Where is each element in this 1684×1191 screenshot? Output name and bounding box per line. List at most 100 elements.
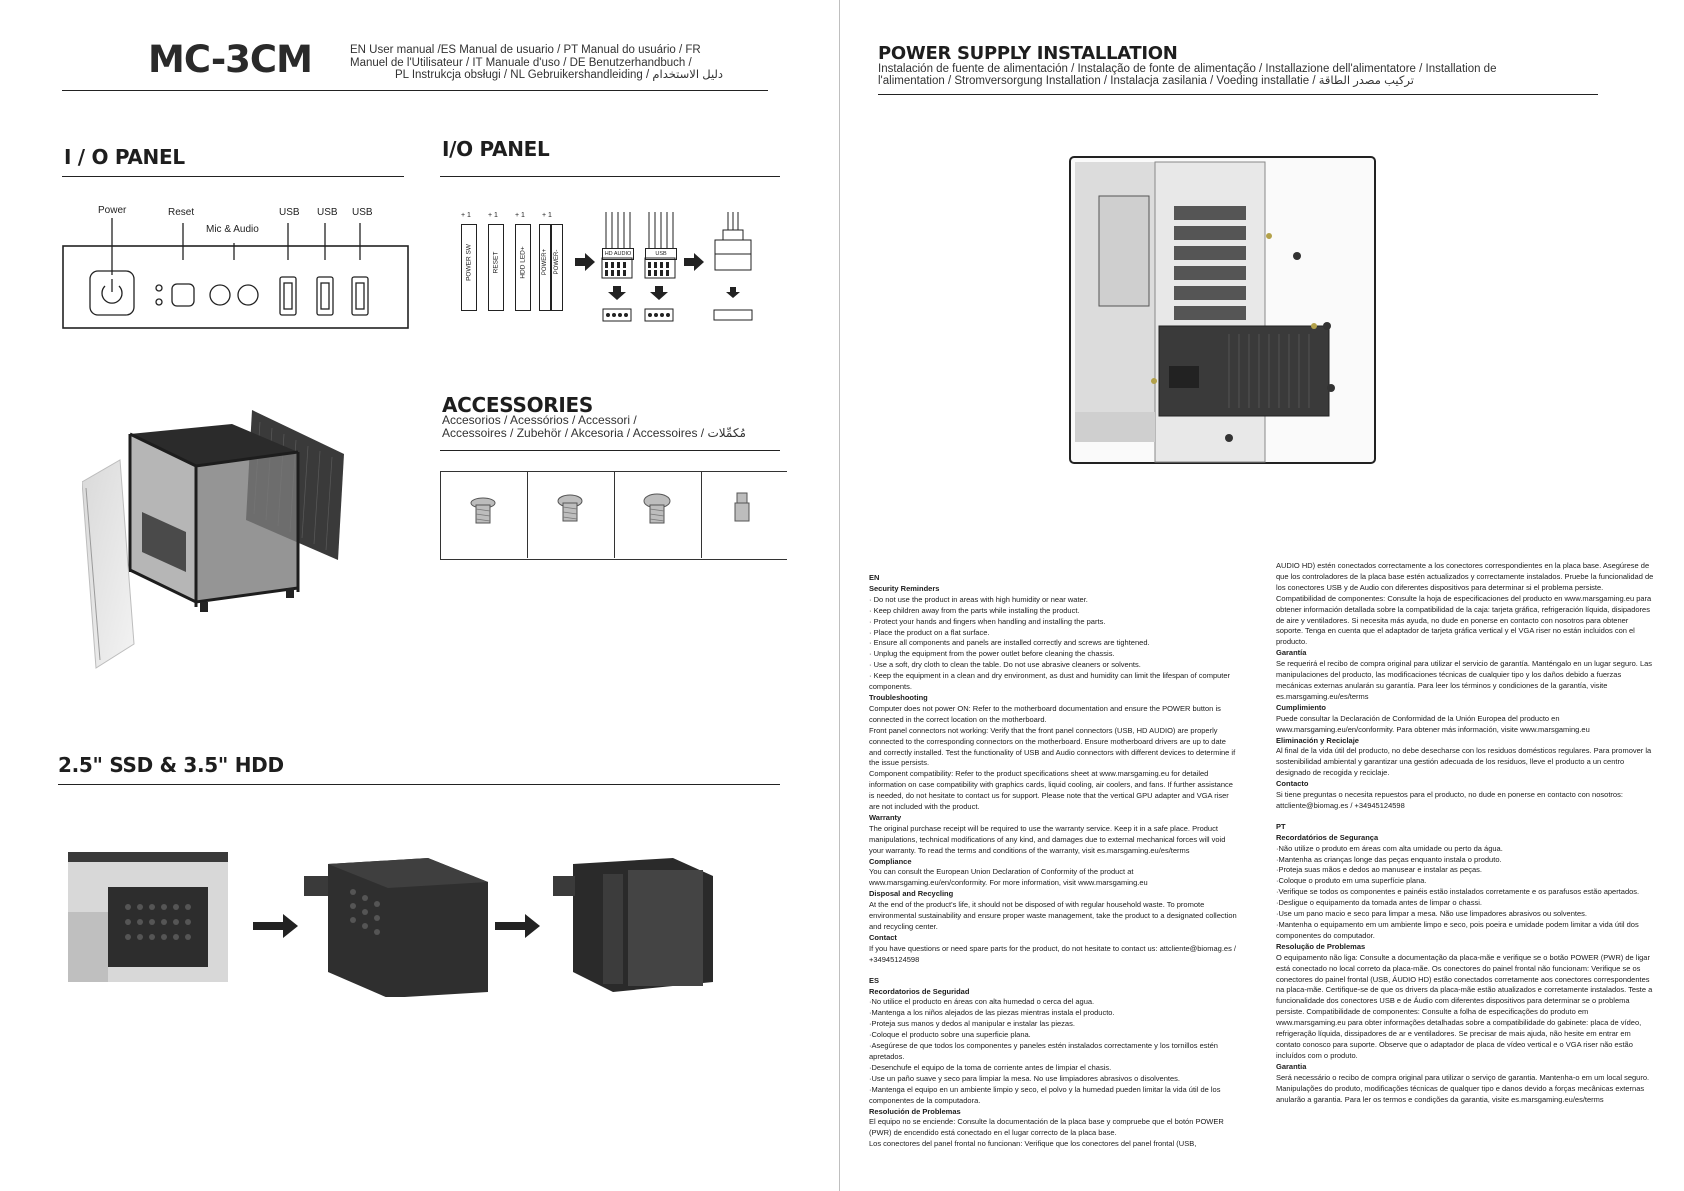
- text-paragraph: Front panel connectors not working: Veri…: [869, 725, 1236, 768]
- text-paragraph: ·Mantenga a los niños alejados de las pi…: [869, 1008, 1115, 1018]
- accessories-languages: Accesorios / Acessórios / Accessori / Ac…: [442, 414, 746, 440]
- text-paragraph: ·Verifique se todos os componentes e pai…: [1276, 887, 1640, 897]
- text-heading: Warranty: [869, 812, 902, 822]
- power-plus-pin: POWER+: [539, 224, 551, 311]
- text-paragraph: Puede consultar la Declaración de Confor…: [1276, 713, 1590, 734]
- section-rule: [62, 176, 404, 177]
- text-paragraph: ·No utilice el producto en áreas con alt…: [869, 997, 1095, 1007]
- text-paragraph: ·Proteja sus manos y dedos al manipular …: [869, 1019, 1075, 1029]
- text-heading: Contact: [869, 932, 897, 942]
- text-paragraph: O equipamento não liga: Consulte a docum…: [1276, 952, 1653, 1060]
- psu-line: Instalación de fuente de alimentación / …: [878, 63, 1497, 75]
- text-heading: Compliance: [869, 856, 912, 866]
- io-panel-front-title: I / O PANEL: [64, 145, 185, 169]
- case-exploded-image: [82, 410, 344, 669]
- text-heading: EN: [869, 573, 880, 582]
- text-paragraph: · Place the product on a flat surface.: [869, 627, 990, 637]
- text-paragraph: ·Não utilize o produto em áreas com alta…: [1276, 843, 1503, 853]
- text-paragraph: · Protect your hands and fingers when ha…: [869, 616, 1106, 626]
- reset-pin: RESET: [488, 224, 504, 311]
- front-io-panel-diagram: [62, 218, 409, 329]
- manual-languages: EN User manual /ES Manual de usuario / P…: [350, 44, 740, 82]
- text-paragraph: ·Use um pano macio e seco para limpar a …: [1276, 909, 1587, 919]
- accessories-title: ACCESSORIES: [442, 393, 594, 417]
- manual-line: Manuel de l'Utilisateur / IT Manuale d'u…: [350, 56, 692, 69]
- text-paragraph: [869, 966, 1239, 976]
- pin-mark: + 1: [515, 212, 525, 219]
- text-paragraph: At the end of the product's life, it sho…: [869, 900, 1237, 931]
- psu-title: POWER SUPPLY INSTALLATION: [878, 43, 1178, 64]
- page-fold: [839, 0, 840, 1191]
- accessories-table: [440, 471, 787, 560]
- text-paragraph: Component compatibility: Refer to the pr…: [869, 769, 1233, 812]
- model-name: MC-3CM: [148, 38, 313, 81]
- pin-mark: + 1: [488, 212, 498, 219]
- header-rule: [878, 94, 1598, 95]
- text-paragraph: ·Use un paño suave y seco para limpiar l…: [869, 1073, 1180, 1083]
- drives-title: 2.5" SSD & 3.5" HDD: [58, 753, 284, 777]
- text-paragraph: · Ensure all components and panels are i…: [869, 638, 1150, 648]
- text-paragraph: Será necessário o recibo de compra origi…: [1276, 1072, 1650, 1104]
- hd-audio-header-label: HD AUDIO: [602, 248, 634, 260]
- usb-label: USB: [279, 207, 300, 218]
- section-rule: [440, 176, 780, 177]
- drive-install-images: [68, 852, 713, 997]
- text-paragraph: The original purchase receipt will be re…: [869, 823, 1226, 855]
- text-heading: Troubleshooting: [869, 692, 928, 702]
- text-heading: Garantía: [1276, 648, 1307, 658]
- text-paragraph: Compatibilidad de componentes: Consulte …: [1276, 593, 1652, 647]
- text-paragraph: AUDIO HD) estén conectados correctamente…: [1276, 561, 1654, 592]
- text-heading: Cumplimiento: [1276, 702, 1326, 712]
- text-heading: Recordatórios de Segurança: [1276, 832, 1379, 842]
- text-paragraph: ·Coloque o produto em uma superfície pla…: [1276, 876, 1427, 886]
- text-paragraph: You can consult the European Union Decla…: [869, 867, 1148, 888]
- text-paragraph: ·Mantenha as crianças longe das peças en…: [1276, 854, 1502, 864]
- text-paragraph: If you have questions or need spare part…: [869, 943, 1236, 964]
- text-paragraph: ·Desenchufe el equipo de la toma de corr…: [869, 1062, 1112, 1072]
- text-heading: Resolução de Problemas: [1276, 941, 1366, 951]
- usb-header-label: USB: [645, 248, 677, 260]
- text-heading: Garantia: [1276, 1061, 1307, 1071]
- accessory-screw-1: [441, 471, 528, 558]
- text-paragraph: · Unplug the equipment from the power ou…: [869, 649, 1115, 659]
- hdd-led-pin: HDD LED+: [515, 224, 531, 311]
- text-heading: Contacto: [1276, 779, 1309, 789]
- manual-line: EN User manual /ES Manual de usuario / P…: [350, 44, 701, 56]
- text-paragraph: ·Asegúrese de que todos los componentes …: [869, 1041, 1218, 1061]
- psu-languages: Instalación de fuente de alimentación / …: [878, 63, 1497, 87]
- text-paragraph: · Use a soft, dry cloth to clean the tab…: [869, 660, 1141, 670]
- section-rule: [440, 450, 780, 451]
- text-heading: Disposal and Recycling: [869, 889, 954, 899]
- pin-mark: + 1: [542, 212, 552, 219]
- text-paragraph: · Keep the equipment in a clean and dry …: [869, 671, 1231, 692]
- text-paragraph: · Keep children away from the parts whil…: [869, 605, 1080, 615]
- accessory-screw-2: [528, 471, 615, 558]
- text-heading: PT: [1276, 821, 1286, 831]
- text-paragraph: · Do not use the product in areas with h…: [869, 594, 1088, 604]
- text-paragraph: ·Coloque el producto sobre una superfici…: [869, 1030, 1031, 1040]
- text-paragraph: Al final de la vida útil del producto, n…: [1276, 746, 1652, 778]
- reset-label: Reset: [168, 207, 195, 218]
- accessory-icons: [470, 492, 750, 524]
- text-paragraph: ·Proteja suas mãos e dedos ao manusear e…: [1276, 865, 1482, 875]
- text-paragraph: [1276, 812, 1656, 822]
- power-sw-pin: POWER SW: [461, 224, 477, 311]
- text-paragraph: ·Desligue o equipamento da tomada antes …: [1276, 898, 1482, 908]
- section-rule: [58, 784, 780, 785]
- text-paragraph: Los conectores del panel frontal no func…: [869, 1139, 1197, 1149]
- text-paragraph: ·Mantenha o equipamento em um ambiente l…: [1276, 920, 1639, 940]
- usb-label: USB: [317, 207, 338, 218]
- text-heading: Recordatorios de Seguridad: [869, 986, 970, 996]
- pin-mark: + 1: [461, 212, 471, 219]
- manual-line: PL Instrukcja obsługi / NL Gebruikershan…: [395, 69, 724, 81]
- io-panel-connectors-title: I/O PANEL: [442, 137, 550, 161]
- header-rule: [62, 90, 768, 91]
- connector-drawings: [575, 212, 753, 322]
- text-heading: Resolución de Problemas: [869, 1106, 961, 1116]
- power-label: Power: [98, 205, 127, 216]
- accessory-screw-3: [615, 471, 702, 558]
- text-paragraph: Computer does not power ON: Refer to the…: [869, 703, 1221, 724]
- text-paragraph: ·Mantenga el equipo en un ambiente limpi…: [869, 1084, 1221, 1105]
- accessories-line: Accessoires / Zubehör / Akcesoria / Acce…: [442, 426, 746, 440]
